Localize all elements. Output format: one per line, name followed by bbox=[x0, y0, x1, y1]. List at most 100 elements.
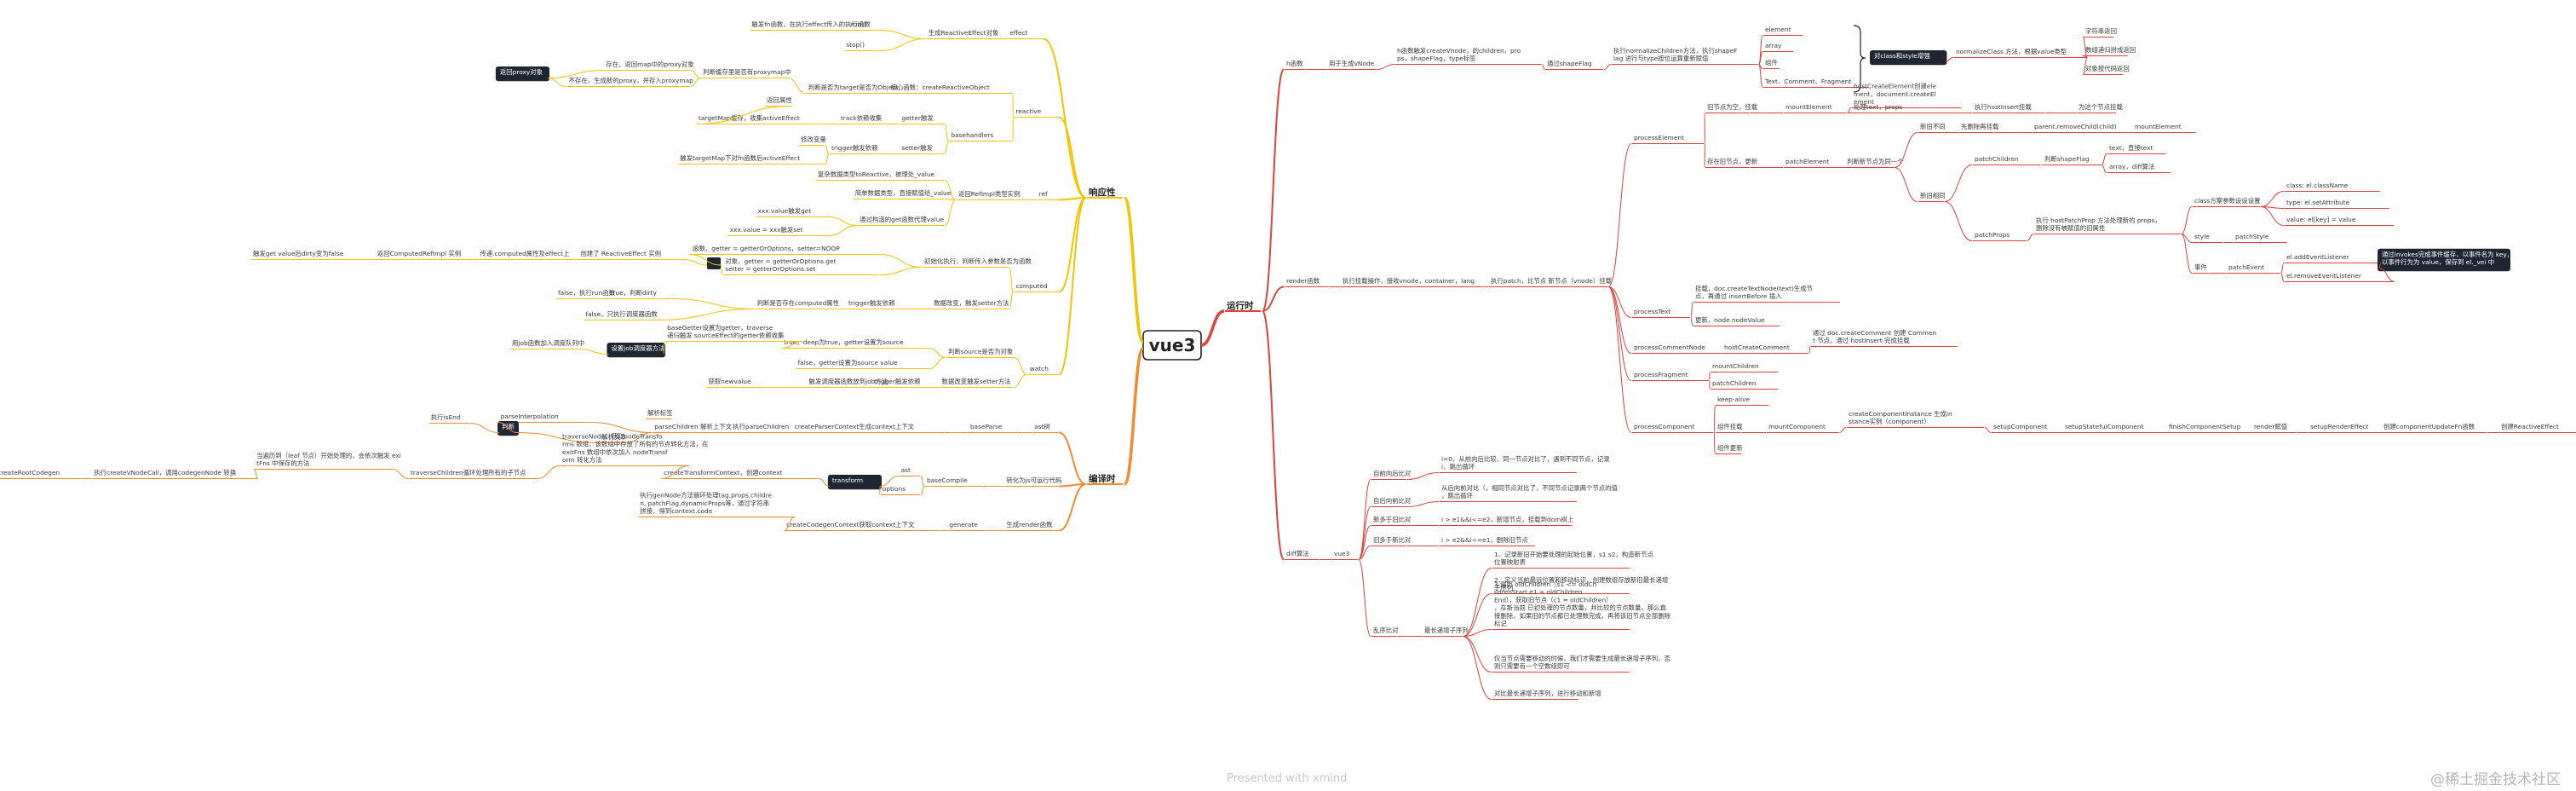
map-node[interactable]: 判断是否为target是否为Object bbox=[806, 84, 906, 94]
map-node[interactable]: patchStyle bbox=[2234, 233, 2287, 243]
map-node[interactable]: type: el.setAttribute bbox=[2285, 199, 2389, 209]
computed-dark-node[interactable] bbox=[707, 257, 721, 269]
map-node[interactable]: 为这个节点挂载 bbox=[2077, 103, 2123, 113]
map-node[interactable]: 执行hostInsert挂载 bbox=[1973, 103, 2045, 113]
map-node[interactable]: createRootCodegen bbox=[0, 469, 82, 479]
map-node[interactable]: patchElement bbox=[1784, 158, 1847, 168]
map-node[interactable]: ref bbox=[1037, 190, 1058, 200]
map-node[interactable]: 通过shapeFlag bbox=[1545, 60, 1604, 70]
map-node[interactable]: 旧多于新比对 bbox=[1371, 536, 1412, 546]
map-node[interactable]: i > e1&&i<=e2，新增节点，挂载到dom树上 bbox=[1440, 516, 1574, 526]
map-node[interactable]: setter触发 bbox=[900, 144, 944, 154]
map-node[interactable]: 触发调度器函数放到job方法 bbox=[807, 378, 888, 388]
map-node[interactable]: 当遍历到（leaf 节点）开始处理的，会依次触发 exitFns 中保存的方法 bbox=[255, 452, 401, 470]
map-node[interactable]: 对象按代码返回 bbox=[2084, 65, 2130, 75]
map-node[interactable]: 存在，返回map中的proxy对象 bbox=[604, 61, 694, 71]
map-node[interactable]: 判断缓存里是否有proxymap中 bbox=[701, 68, 791, 78]
map-node[interactable]: 更新，node.nodeValue bbox=[1693, 316, 1780, 326]
map-node[interactable]: class: el.className bbox=[2285, 182, 2380, 192]
map-node[interactable]: parseInterpolation bbox=[498, 413, 589, 423]
map-node[interactable]: 通过构造的get函数代理value bbox=[858, 216, 944, 226]
map-node[interactable]: 判断是否存在computed属性 bbox=[755, 299, 839, 309]
proxy-result-node[interactable]: 返回proxy对象 bbox=[495, 66, 549, 82]
map-node[interactable]: createParserContext生成context上下文 bbox=[792, 423, 944, 433]
map-node[interactable]: patchProps bbox=[1973, 231, 2027, 241]
map-node[interactable]: array，diff算法 bbox=[2107, 163, 2171, 173]
root-node[interactable]: vue3 bbox=[1142, 330, 1202, 361]
map-node[interactable]: processText bbox=[1632, 308, 1691, 318]
map-node[interactable]: el.addEventListener bbox=[2285, 253, 2380, 263]
map-node[interactable]: 触发fn函数，在执行effect传入的执行函数 bbox=[750, 20, 871, 31]
map-node[interactable]: trigger触发依赖 bbox=[846, 299, 905, 309]
map-node[interactable]: 数据改变触发setter方法 bbox=[940, 378, 1012, 388]
map-node[interactable]: h函数触发createVnode，的children，props，shapeFl… bbox=[1395, 47, 1542, 65]
map-node[interactable]: 生成render函数 bbox=[1004, 521, 1058, 531]
map-node[interactable]: 新旧不同 bbox=[1918, 123, 1946, 133]
map-node[interactable]: 自前向后比对 bbox=[1371, 470, 1412, 480]
map-node[interactable]: true，deep为true，getter设置为source bbox=[782, 338, 929, 349]
map-node[interactable]: 创建了 ReactiveEffect 实例 bbox=[578, 250, 683, 260]
map-node[interactable]: computed bbox=[1014, 282, 1058, 292]
map-node[interactable]: 旧节点为空，挂载 bbox=[1705, 103, 1758, 113]
map-node[interactable]: 3 遍历 oldChildren（s1 <= oldChildrenStart.… bbox=[1492, 580, 1671, 630]
map-node[interactable]: getter触发 bbox=[900, 114, 944, 124]
map-node[interactable]: 创建ReactiveEffect bbox=[2499, 423, 2576, 433]
map-node[interactable]: basehandlers bbox=[949, 131, 1012, 141]
map-node[interactable]: finishComponentSetup bbox=[2167, 423, 2268, 433]
map-node[interactable]: style bbox=[2193, 233, 2223, 243]
map-node[interactable]: generate bbox=[947, 521, 992, 531]
map-node[interactable]: track依赖收集 bbox=[838, 114, 888, 124]
map-node[interactable]: patchChildren bbox=[1711, 379, 1778, 390]
map-node[interactable]: 执行挂载操作，接收vnode，container，lang bbox=[1341, 277, 1483, 287]
map-node[interactable]: Text、Comment、Fragment bbox=[1763, 78, 1868, 88]
map-node[interactable]: 解析标签 bbox=[646, 409, 673, 419]
map-node[interactable]: targetMap缓存，收集activeEffect bbox=[697, 114, 825, 124]
map-node[interactable]: 事件 bbox=[2193, 263, 2209, 274]
map-node[interactable]: vue3 bbox=[1332, 550, 1358, 560]
map-node[interactable]: 创建componentUpdateFn函数 bbox=[2382, 423, 2487, 433]
map-node[interactable]: reactive bbox=[1014, 107, 1058, 118]
map-node[interactable]: 返回ComputedRefImpl 实例 bbox=[375, 250, 475, 260]
map-node[interactable]: class方案参数设设设置 bbox=[2193, 197, 2260, 207]
map-node[interactable]: processComponent bbox=[1632, 423, 1714, 433]
map-node[interactable]: setupComponent bbox=[1992, 423, 2064, 433]
map-node[interactable]: array bbox=[1763, 42, 1794, 52]
map-node[interactable]: 组件挂载 bbox=[1716, 423, 1743, 433]
map-node[interactable]: processCommentNode bbox=[1632, 344, 1723, 354]
map-node[interactable]: 新多于旧比对 bbox=[1371, 516, 1412, 526]
map-node[interactable]: ast树 bbox=[1032, 423, 1058, 433]
map-node[interactable]: 返回RefImpl类型实例 bbox=[957, 190, 1024, 200]
map-node[interactable]: 获取newvalue bbox=[706, 378, 760, 388]
map-node[interactable]: 不存在，生成新的proxy，并存入proxymap bbox=[566, 77, 694, 87]
map-node[interactable]: patchChildren bbox=[1973, 155, 2040, 165]
map-node[interactable]: 传递.computed属性及effect上 bbox=[478, 250, 583, 260]
map-node[interactable]: mountElement bbox=[2133, 123, 2196, 133]
map-node[interactable]: true，判断dirty bbox=[608, 289, 671, 299]
map-node[interactable]: setupRenderEffect bbox=[2309, 423, 2395, 433]
map-node[interactable]: 最长递增子序列 bbox=[1423, 626, 1469, 637]
map-node[interactable]: 函数，getter = getterOrOptions，setter=NOOP bbox=[691, 245, 879, 255]
map-node[interactable]: 生成ReactiveEffect对象 bbox=[926, 29, 1017, 39]
map-node[interactable]: hostCreateElement创建element，document.crea… bbox=[1852, 83, 1962, 108]
map-node[interactable]: 数组递归拼成返回 bbox=[2084, 46, 2136, 56]
map-node[interactable]: 转化为js可运行代码 bbox=[1004, 476, 1061, 487]
map-node[interactable]: 返回属性 bbox=[765, 96, 792, 107]
map-node[interactable]: 执行createVNodeCall，调用codegenNode 转换 bbox=[92, 469, 257, 479]
map-node[interactable]: processElement bbox=[1632, 134, 1705, 144]
map-node[interactable]: text，直接text bbox=[2107, 144, 2166, 154]
map-node[interactable]: 组件 bbox=[1763, 59, 1780, 69]
map-node[interactable]: ast bbox=[899, 466, 920, 476]
map-node[interactable]: baseCompile bbox=[924, 476, 983, 487]
map-node[interactable]: render函数 bbox=[1285, 277, 1329, 287]
map-node[interactable]: false，getter设置为source value bbox=[796, 359, 929, 369]
map-node[interactable]: trigger触发依赖 bbox=[871, 378, 930, 388]
map-node[interactable]: 解析文本 bbox=[600, 433, 627, 443]
invoker-node[interactable]: 通过invokes完成事件缓存，以事件名为 key，以事件行为为 value，保… bbox=[2378, 248, 2513, 272]
map-node[interactable]: normalizeClass 方法，根据value类型 bbox=[1954, 48, 2087, 58]
map-node[interactable]: false，只执行调度器函数 bbox=[584, 310, 658, 320]
map-node[interactable]: createCodegenContext获取context上下文 bbox=[785, 521, 940, 531]
map-node[interactable]: 新旧相同 bbox=[1918, 192, 1946, 202]
